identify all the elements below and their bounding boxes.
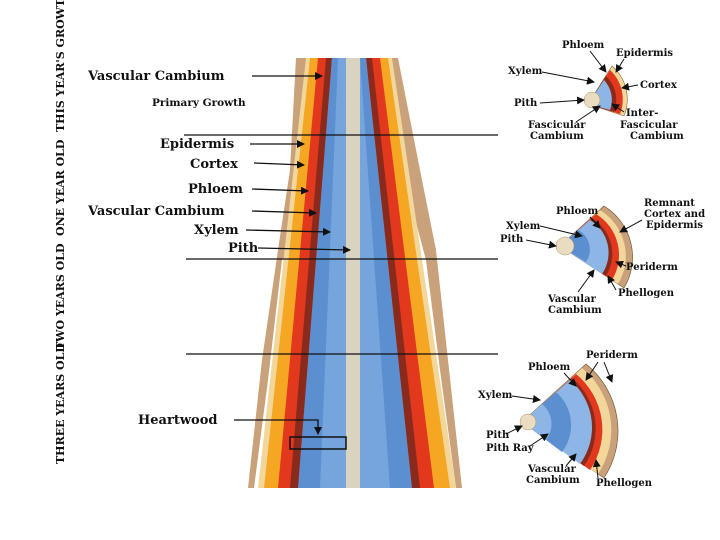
arrow	[251, 186, 309, 195]
arrow	[611, 103, 625, 113]
arrow	[615, 260, 627, 269]
xs2-label-vascular-2: Cambium	[548, 305, 602, 316]
arrow	[585, 361, 599, 381]
stem-annotations: Vascular Cambium Primary Growth Epidermi…	[87, 69, 351, 450]
xs1-label-fascicular-2: Cambium	[530, 131, 584, 142]
xs2-label-phellogen: Phellogen	[618, 288, 675, 299]
stem-pith	[346, 58, 360, 488]
arrow	[563, 372, 577, 387]
xs2-label-pith: Pith	[500, 234, 524, 245]
label-pith: Pith	[228, 241, 259, 256]
xs2-label-periderm: Periderm	[626, 262, 678, 273]
arrow	[257, 245, 351, 254]
year-dividers	[184, 134, 498, 355]
label-epidermis: Epidermis	[160, 137, 234, 152]
stem-bark-right	[374, 58, 462, 488]
cross-section-1: Phloem Epidermis Xylem Cortex Pith Fasci…	[508, 40, 684, 142]
label-this-year: THIS YEAR'S GROWTH	[54, 0, 67, 132]
xs1-label-epidermis: Epidermis	[616, 48, 673, 59]
xs1-label-inter-3: Cambium	[630, 131, 684, 142]
arrow	[565, 453, 577, 467]
label-three-years: THREE YEARS OLD	[54, 343, 67, 464]
arrow	[607, 275, 617, 291]
xs1-label-fascicular-1: Fascicular	[528, 120, 586, 131]
cross-section-2: Remnant Cortex and Epidermis Phloem Xyle…	[500, 198, 705, 316]
arrow	[253, 160, 305, 169]
xs2-label-vascular-1: Vascular	[547, 294, 597, 305]
xs3-label-pith-ray: Pith Ray	[486, 443, 535, 454]
arrow	[589, 50, 607, 73]
heartwood-box	[289, 436, 347, 450]
arrow	[615, 58, 625, 73]
label-one-year: ONE YEAR OLD	[54, 139, 67, 236]
xs1-label-inter-2: Fascicular	[620, 120, 678, 131]
xs1-label-inter-1: Inter-	[626, 108, 658, 119]
xs3-xylem-inner	[522, 404, 552, 440]
label-two-years: TWO YEARS OLD	[54, 243, 67, 350]
arrow	[592, 459, 601, 479]
year-labels: THIS YEAR'S GROWTH ONE YEAR OLD TWO YEAR…	[54, 0, 67, 464]
arrow	[511, 395, 541, 403]
label-vascular-cambium-top: Vascular Cambium	[87, 69, 225, 84]
xs3-label-vascular-1: Vascular	[527, 464, 577, 475]
label-xylem: Xylem	[194, 223, 239, 238]
cross-section-3: Periderm Phloem Xylem Pith Pith Ray Vasc…	[478, 350, 653, 489]
arrow	[525, 239, 557, 249]
xs1-label-pith: Pith	[514, 98, 538, 109]
arrow	[251, 208, 317, 217]
arrow	[245, 227, 331, 236]
xs1-label-phloem: Phloem	[562, 40, 605, 51]
stem-cambium-left	[290, 58, 332, 488]
arrow	[619, 219, 643, 233]
xs2-pith	[555, 236, 575, 256]
xs3-label-xylem: Xylem	[478, 390, 513, 401]
stem-cambium-right	[366, 58, 420, 488]
xs2-label-phloem: Phloem	[556, 206, 599, 217]
xs2-label-remnant-3: Epidermis	[646, 220, 703, 231]
arrow	[505, 425, 523, 435]
arrow	[589, 216, 601, 229]
xs1-label-cortex: Cortex	[640, 80, 678, 91]
xs2-label-xylem: Xylem	[506, 221, 541, 232]
label-vascular-cambium: Vascular Cambium	[87, 204, 225, 219]
label-heartwood: Heartwood	[138, 413, 217, 428]
xs3-label-phloem: Phloem	[528, 362, 571, 373]
xs3-label-pith: Pith	[486, 430, 510, 441]
arrow	[539, 96, 585, 105]
label-primary-growth: Primary Growth	[152, 97, 246, 109]
arrow	[234, 419, 322, 435]
stem-longitudinal-section	[248, 58, 462, 488]
arrow	[575, 105, 601, 123]
xs3-label-phellogen: Phellogen	[596, 478, 653, 489]
xs1-label-xylem: Xylem	[508, 66, 543, 77]
xs1-pith	[583, 91, 601, 109]
xs3-label-periderm: Periderm	[586, 350, 638, 361]
xs3-pith	[519, 413, 537, 431]
arrow	[603, 361, 614, 383]
label-cortex: Cortex	[190, 157, 238, 172]
arrow	[621, 82, 639, 91]
label-phloem: Phloem	[188, 182, 243, 197]
xs2-label-remnant-1: Remnant	[644, 198, 695, 209]
arrow	[541, 71, 595, 85]
arrow	[577, 269, 595, 293]
xs2-label-remnant-2: Cortex and	[644, 209, 705, 220]
arrow	[539, 225, 583, 239]
arrow	[529, 433, 549, 447]
xs3-label-vascular-2: Cambium	[526, 475, 580, 486]
